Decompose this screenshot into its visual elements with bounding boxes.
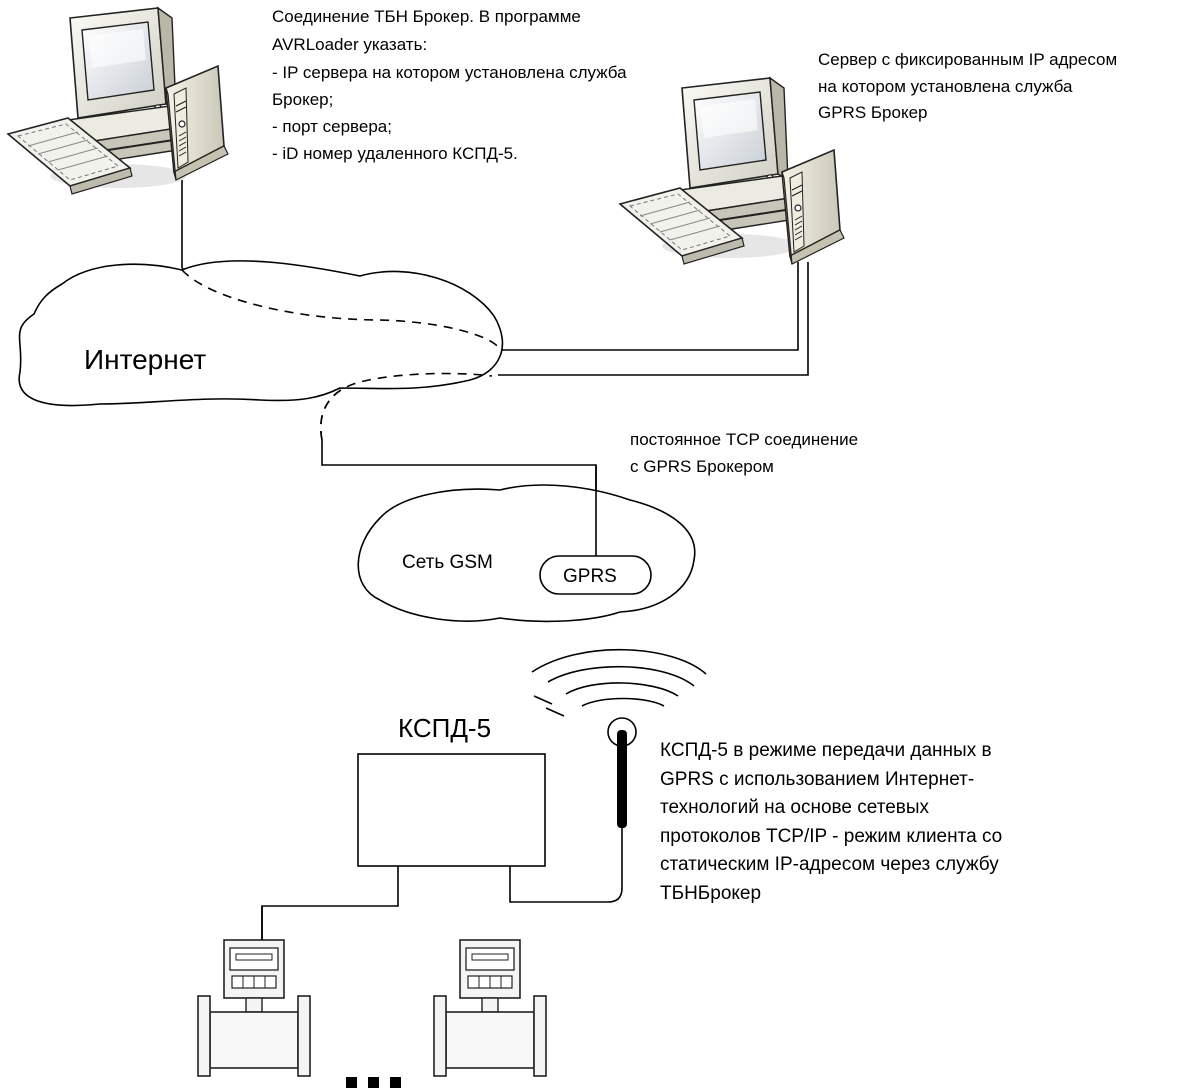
ellipsis-dot-1	[346, 1077, 357, 1088]
device-note-line: КСПД-5 в режиме передачи данных в	[660, 740, 992, 761]
antenna-link-line	[509, 740, 623, 903]
server-note-line: GPRS Брокер	[818, 103, 928, 122]
flow-meter-icon-2	[433, 939, 547, 1077]
client-note-line: Брокер;	[272, 90, 333, 109]
client-note-line: AVRLoader указать:	[272, 35, 427, 54]
server-note-line: Сервер с фиксированным IP адресом	[818, 50, 1117, 69]
client-note: Соединение ТБН Брокер. В программе AVRLo…	[272, 7, 631, 163]
server-note-line: на котором установлена служба	[818, 77, 1073, 96]
internet-inner-dashed	[181, 269, 501, 351]
client-note-line: - порт сервера;	[272, 117, 392, 136]
kspd-device-box	[357, 753, 546, 867]
meter-link-line	[261, 866, 399, 940]
device-note-line: технологий на основе сетевых	[660, 797, 930, 818]
device-note-line: протоколов TCP/IP - режим клиента со	[660, 826, 1002, 847]
device-label: КСПД-5	[398, 713, 491, 743]
tcp-note: постоянное TCP соединение с GPRS Брокеро…	[630, 430, 863, 476]
internet-cloud-shape	[18, 260, 504, 407]
gsm-label: Сеть GSM	[402, 552, 493, 573]
server-link-double-line	[498, 262, 809, 376]
internet-inner-dashed-2	[319, 372, 493, 441]
server-note: Сервер с фиксированным IP адресом на кот…	[818, 50, 1122, 122]
client-note-line: - IP сервера на котором установлена служ…	[272, 63, 627, 82]
client-note-line: Соединение ТБН Брокер. В программе	[272, 7, 581, 26]
device-note-line: ТБНБрокер	[660, 883, 761, 904]
server-tower-icon	[781, 149, 845, 265]
device-note-line: GPRS с использованием Интернет-	[660, 769, 974, 790]
client-note-line: - iD номер удаленного КСПД-5.	[272, 144, 518, 163]
radio-waves-icon	[531, 648, 707, 717]
internet-label: Интернет	[84, 344, 206, 375]
gprs-label: GPRS	[563, 566, 617, 587]
tcp-note-line: постоянное TCP соединение	[630, 430, 858, 449]
device-note: КСПД-5 в режиме передачи данных в GPRS с…	[660, 740, 1008, 904]
antenna-rod-icon	[617, 730, 627, 828]
ellipsis-dot-3	[390, 1077, 401, 1088]
flow-meter-icon-1	[197, 939, 311, 1077]
device-note-line: статическим IP-адресом через службу	[660, 854, 999, 875]
server-computer-icon	[619, 77, 803, 265]
client-computer-icon	[7, 7, 191, 195]
ellipsis-dot-2	[368, 1077, 379, 1088]
tcp-note-line: с GPRS Брокером	[630, 457, 774, 476]
